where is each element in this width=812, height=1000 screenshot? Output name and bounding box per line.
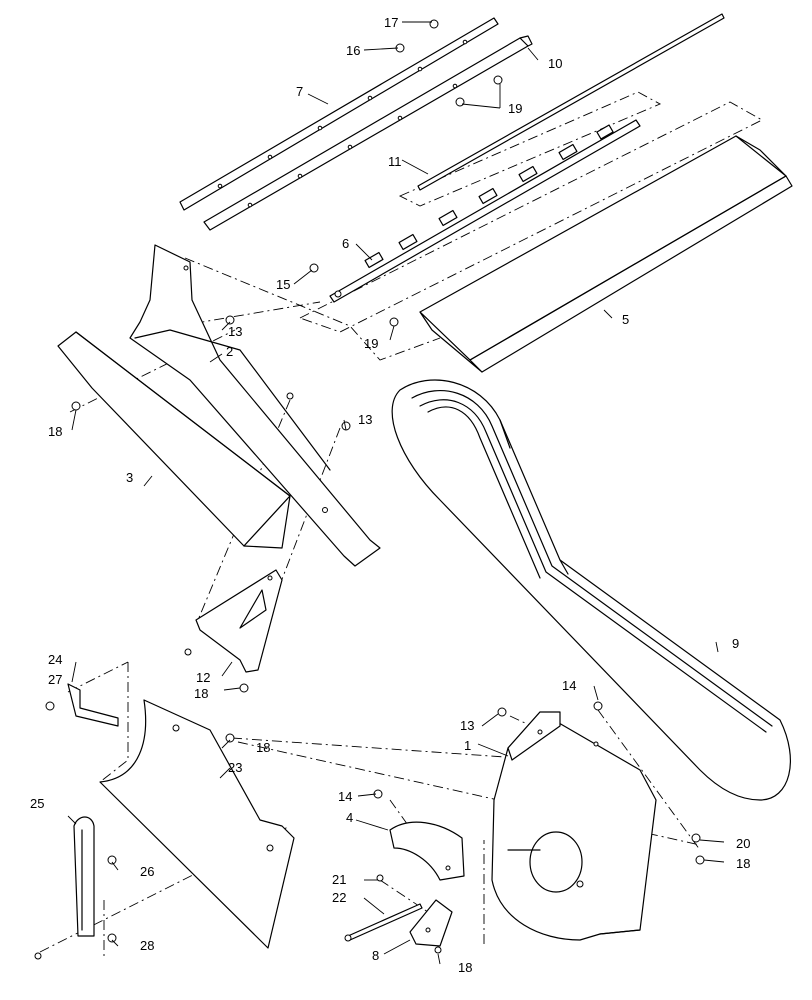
callout-9: 9 [732,636,739,651]
callout-18d: 18 [458,960,472,975]
callout-10: 10 [548,56,562,71]
callout-14a: 14 [562,678,576,693]
part-6-shaft [329,119,641,303]
part-9-belt [391,379,791,801]
part-8-latch [409,899,453,947]
callout-28: 28 [140,938,154,953]
part-4-shield [389,821,465,881]
callout-17: 17 [384,15,398,30]
callout-20: 20 [736,836,750,851]
part-1-guard [491,711,657,941]
callout-16: 16 [346,43,360,58]
part-24-bracket [67,683,119,727]
part-22-pin [344,903,423,942]
part-12-bracket [195,569,283,673]
callout-26: 26 [140,864,154,879]
callout-1: 1 [464,738,471,753]
part-11-rod [417,13,725,191]
callout-13a: 13 [228,324,242,339]
callout-14b: 14 [338,789,352,804]
callout-13c: 13 [460,718,474,733]
callout-12: 12 [196,670,210,685]
callout-4: 4 [346,810,353,825]
part-5-cover [419,135,793,373]
callout-2: 2 [226,344,233,359]
part-25-handle [73,816,95,937]
callout-23: 23 [228,760,242,775]
part-2-plate [129,244,381,567]
callout-5: 5 [622,312,629,327]
callout-27: 27 [48,672,62,687]
callout-24: 24 [48,652,62,667]
part-3-panel [57,331,291,549]
callout-18b: 18 [194,686,208,701]
fasteners [34,19,705,960]
callout-18a: 18 [48,424,62,439]
callout-7: 7 [296,84,303,99]
callout-21: 21 [332,872,346,887]
callout-6: 6 [342,236,349,251]
callout-11: 11 [388,154,402,169]
part-23-panel [99,699,295,949]
leader-lines [67,21,725,965]
callout-18e: 18 [736,856,750,871]
part-7-strip [179,17,499,211]
callout-22: 22 [332,890,346,905]
callout-25: 25 [30,796,44,811]
callout-18c: 18 [256,740,270,755]
callout-15: 15 [276,277,290,292]
callout-labels: 17 16 10 7 19 11 6 15 19 5 13 2 18 3 13 … [30,15,750,975]
callout-19b: 19 [364,336,378,351]
callout-3: 3 [126,470,133,485]
callout-19a: 19 [508,101,522,116]
part-10-strip [203,35,533,231]
callout-13b: 13 [358,412,372,427]
callout-8: 8 [372,948,379,963]
